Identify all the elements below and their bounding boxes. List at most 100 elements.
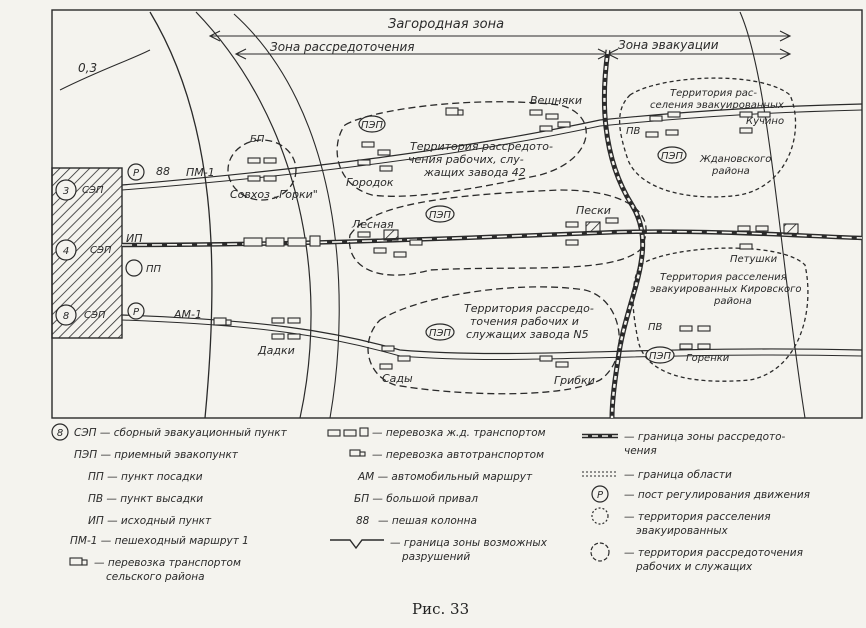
- legend-auto: — перевозка автотранспортом: [372, 449, 544, 461]
- place-kuchino: Кучино: [746, 116, 784, 127]
- legend-foot: — пешая колонна: [378, 515, 477, 527]
- dispersal-zone-boundary: [233, 13, 340, 419]
- legend-bp: БП — большой привал: [354, 493, 478, 505]
- pep-lesnaya: ПЭП: [358, 115, 386, 133]
- dispersal-zone-label: Зона рассредоточения: [270, 40, 415, 54]
- sep-4: 4: [55, 239, 77, 261]
- place-dadki: Дадки: [257, 344, 295, 357]
- area-plant5-line3: служащих завода N5: [466, 328, 589, 341]
- place-petushki: Петушки: [730, 254, 778, 265]
- evacuation-zone-label: Зона эвакуации: [618, 38, 719, 52]
- svg-text:ПЭП: ПЭП: [661, 151, 684, 162]
- svg-text:Р: Р: [133, 168, 140, 179]
- map-frame: [51, 9, 863, 419]
- legend-destruction-1: — граница зоны возможных: [390, 537, 548, 549]
- zone-arrows: [208, 30, 792, 60]
- area-kirov-line1: Территория расселения: [660, 272, 787, 283]
- pep-zhdanov: ПЭП: [657, 146, 687, 164]
- legend-settlement-1: — территория расселения: [624, 511, 771, 523]
- area-kirov-line3: района: [713, 296, 752, 307]
- truck-icon-vesh: [445, 107, 464, 116]
- area-zhdanov-line4: района: [711, 166, 750, 177]
- area-lesnaya: [348, 189, 647, 276]
- area-plant5-line2: точения рабочих и: [470, 315, 579, 328]
- legend-sep: СЭП — сборный эвакуационный пункт: [74, 427, 288, 439]
- area-kirov-line2: эвакуированных Кировского: [650, 284, 802, 295]
- regulation-post-top: Р: [127, 163, 145, 181]
- place-sady: Сады: [382, 372, 413, 385]
- pv-kirov: ПВ: [648, 322, 663, 333]
- svg-text:Р: Р: [597, 490, 604, 501]
- svg-text:3: 3: [63, 186, 69, 197]
- legend-settlement-icon: [591, 507, 609, 525]
- start-point-label: ИП: [126, 232, 143, 245]
- place-veshnyaki: Вешняки: [530, 94, 582, 107]
- area-plant5: [367, 286, 620, 395]
- legend-pm: ПМ-1 — пешеходный маршрут 1: [70, 535, 249, 547]
- area-plant42: [336, 101, 587, 197]
- boarding-point-label: ПП: [146, 264, 162, 275]
- place-lesnaya: Лесная: [351, 218, 394, 231]
- legend-dispersal-area-icon: [590, 542, 610, 562]
- radius-label: 0,3: [78, 61, 97, 75]
- legend-post: — пост регулирования движения: [624, 489, 810, 501]
- train-icon: [243, 235, 321, 247]
- legend-destruction-icon: [330, 539, 384, 550]
- legend-auto-icon: [349, 449, 366, 457]
- legend-rural-transport-2: сельского района: [106, 571, 205, 583]
- area-zhdanov: [619, 77, 797, 198]
- svg-text:Р: Р: [133, 307, 140, 318]
- pep-kirov: ПЭП: [645, 346, 675, 364]
- legend-dispersal-boundary-1: — граница зоны рассредото-: [624, 431, 786, 443]
- area-zhdanov-line1: Территория рас-: [670, 88, 757, 99]
- radius-arc: [59, 49, 151, 91]
- legend-ip: ИП — исходный пункт: [88, 515, 212, 527]
- sep-3-label: СЭП: [82, 185, 104, 196]
- village-houses: [247, 109, 799, 370]
- place-gribki: Грибки: [554, 374, 595, 387]
- route-pm1-label: ПМ-1: [186, 166, 215, 179]
- svg-text:8: 8: [63, 311, 69, 322]
- area-plant42-line1: Территория рассредото-: [410, 140, 553, 153]
- main-railway: [121, 229, 863, 248]
- suburban-zone-label: Загородная зона: [388, 17, 504, 32]
- area-sovkhoz-gorki: [227, 139, 297, 201]
- area-zhdanov-line3: Ждановского: [699, 154, 771, 165]
- sep-4-label: СЭП: [90, 245, 112, 256]
- truck-icon-am1: [213, 317, 232, 326]
- destruction-zone-boundary: [195, 11, 312, 419]
- legend-post-icon: [591, 485, 609, 503]
- legend-rural-transport-1: — перевозка транспортом: [94, 557, 241, 569]
- regulation-post-bottom: Р: [127, 302, 145, 320]
- area-plant5-line1: Территория рассредо-: [464, 302, 594, 315]
- sep-3: 3: [55, 179, 77, 201]
- legend-destruction-2: разрушений: [401, 551, 470, 563]
- legend-pp: ПП — пункт посадки: [88, 471, 203, 483]
- place-sovkhoz: Совхоз „Горки": [230, 188, 318, 201]
- legend-dispersal-area-1: — территория рассредоточения: [624, 547, 803, 559]
- legend-region-boundary: — граница области: [624, 469, 732, 481]
- svg-text:ПЭП: ПЭП: [649, 351, 672, 362]
- route-am1-label: АМ-1: [173, 308, 202, 321]
- pv-zhdanov: ПВ: [626, 126, 641, 137]
- area-plant42-line3: жащих завода 42: [423, 166, 526, 179]
- place-gorenki: Горенки: [686, 353, 730, 364]
- legend-am: АМ — автомобильный маршрут: [357, 471, 533, 483]
- boarding-point-circle: [125, 259, 143, 277]
- legend-rail: — перевозка ж.д. транспортом: [372, 427, 546, 439]
- legend-foot-icon: 88: [356, 515, 370, 527]
- place-gorodok: Городок: [346, 176, 394, 189]
- region-boundary: [739, 11, 806, 419]
- legend-settlement-2: эвакуированных: [636, 525, 728, 537]
- route-pm1: [121, 103, 863, 186]
- svg-text:ПЭП: ПЭП: [429, 210, 452, 221]
- legend-truck-icon: [69, 557, 88, 566]
- legend-dispersal-boundary-2: чения: [624, 445, 657, 457]
- svg-text:4: 4: [63, 246, 69, 257]
- area-plant42-line2: чения рабочих, слу-: [408, 153, 524, 166]
- place-peski: Пески: [576, 204, 611, 217]
- svg-text:ПЭП: ПЭП: [361, 120, 384, 131]
- inner-city-boundary: [149, 11, 213, 419]
- svg-text:ПЭП: ПЭП: [429, 328, 452, 339]
